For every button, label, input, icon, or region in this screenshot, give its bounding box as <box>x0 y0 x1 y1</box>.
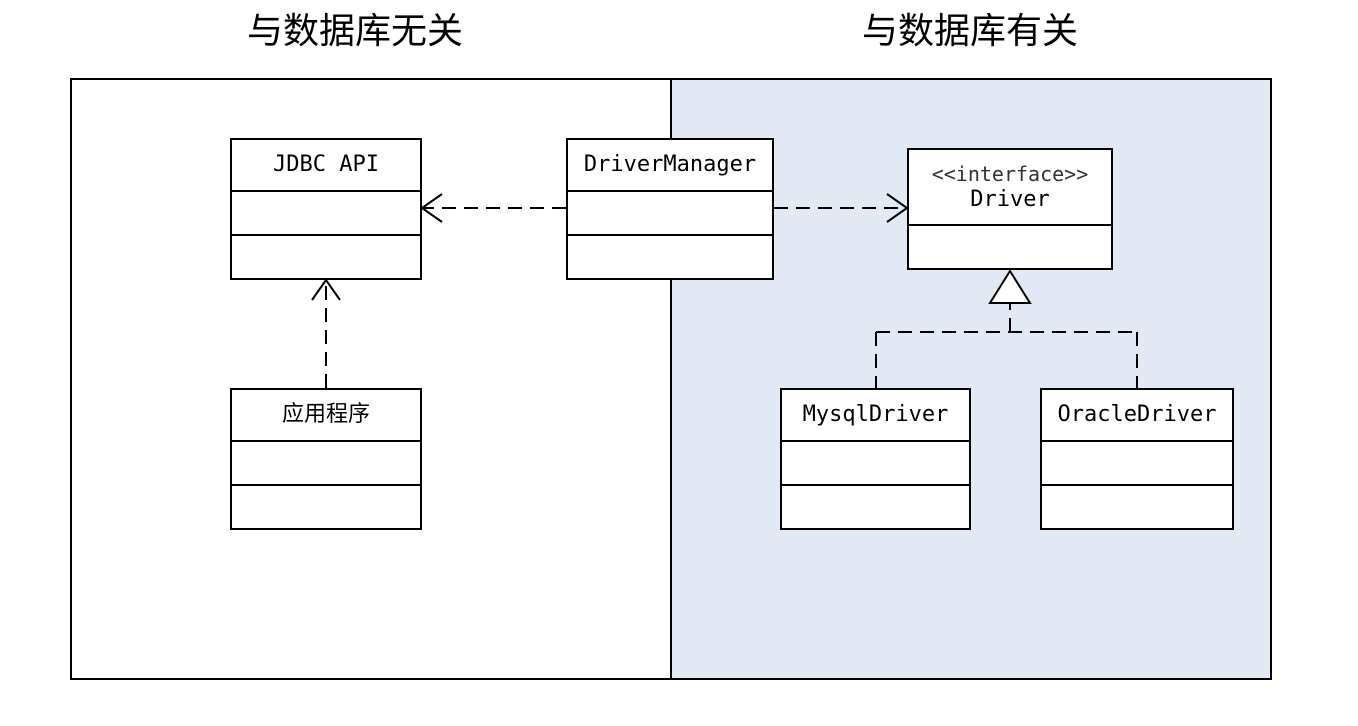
heading-database-dependent: 与数据库有关 <box>861 11 1078 52</box>
class-name: DriverManager <box>583 152 757 177</box>
stereotype-label: <<interface>> <box>931 162 1089 186</box>
attributes-compartment <box>782 442 969 484</box>
class-name: 应用程序 <box>281 402 370 427</box>
operations-compartment <box>568 234 772 278</box>
class-oracle-driver: OracleDriver <box>1040 388 1234 530</box>
attributes-compartment <box>1042 442 1232 484</box>
class-mysql-driver: MysqlDriver <box>780 388 971 530</box>
attributes-compartment <box>232 192 420 234</box>
hollow-triangle-arrowhead-icon <box>988 269 1032 304</box>
class-driver-manager: DriverManager <box>566 138 774 280</box>
class-name: Driver <box>970 187 1050 212</box>
open-arrowhead-icon <box>420 193 443 223</box>
operations-compartment <box>232 484 420 528</box>
realization-implementations-to-driver <box>875 269 1138 388</box>
class-application: 应用程序 <box>230 388 422 530</box>
dependency-driver-manager-to-driver <box>774 193 909 223</box>
attributes-compartment <box>568 192 772 234</box>
dependency-driver-manager-to-jdbc-api <box>420 193 566 223</box>
class-name: JDBC API <box>273 152 379 177</box>
class-jdbc-api: JDBC API <box>230 138 422 280</box>
heading-database-independent: 与数据库无关 <box>246 11 463 52</box>
class-name: MysqlDriver <box>802 402 949 427</box>
interface-driver: <<interface>> Driver <box>907 148 1113 270</box>
open-arrowhead-icon <box>311 278 341 301</box>
operations-compartment <box>909 226 1111 268</box>
operations-compartment <box>232 234 420 278</box>
attributes-compartment <box>232 442 420 484</box>
dependency-application-to-jdbc-api <box>311 278 341 388</box>
class-name: OracleDriver <box>1057 402 1217 427</box>
operations-compartment <box>1042 484 1232 528</box>
operations-compartment <box>782 484 969 528</box>
